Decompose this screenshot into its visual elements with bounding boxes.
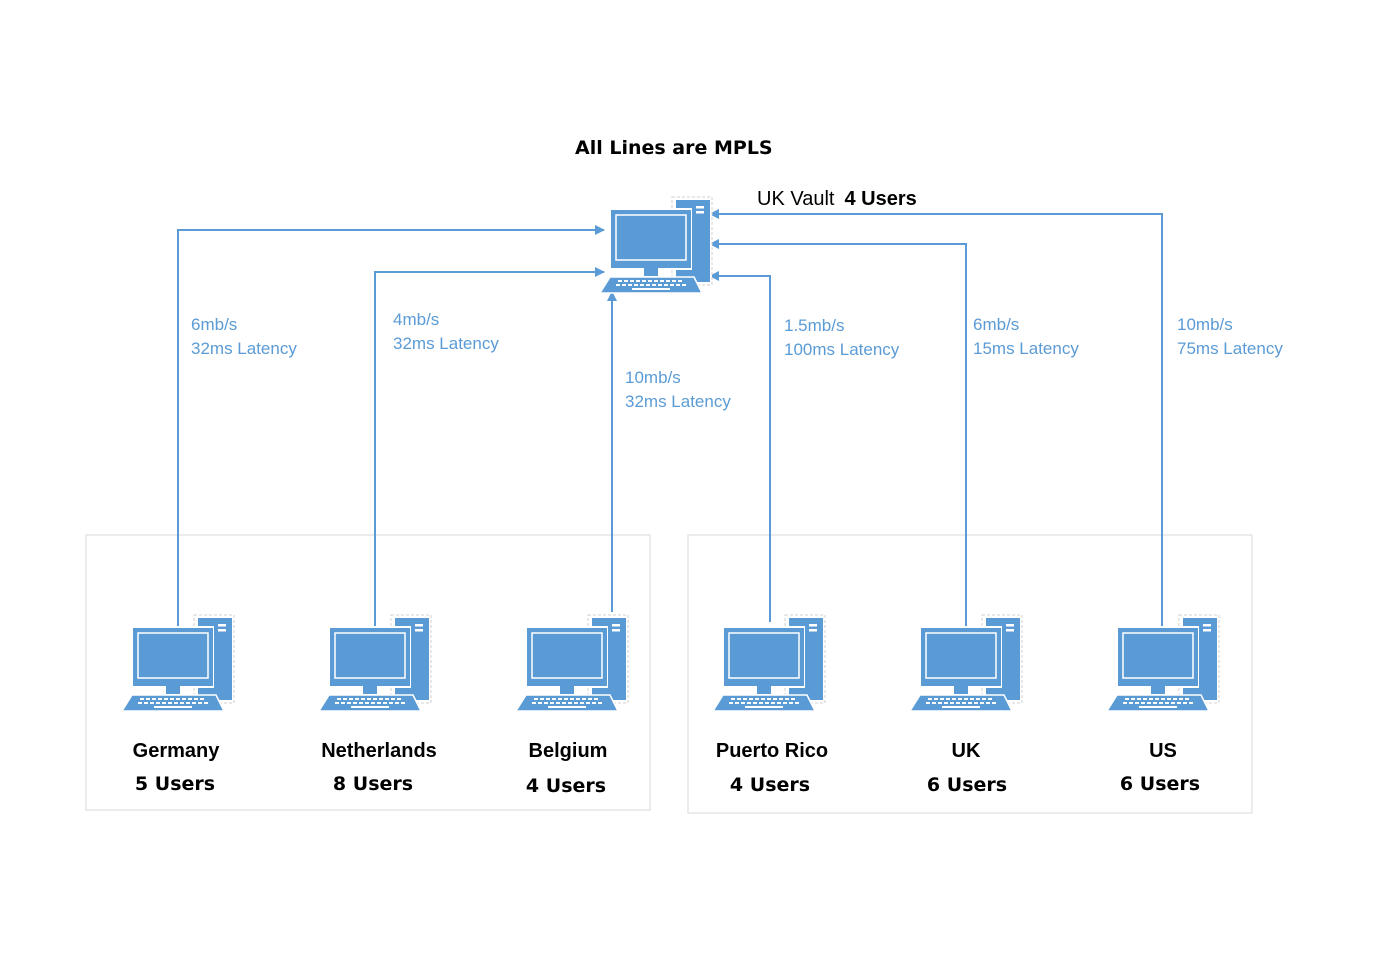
- link-us-to-hub: [709, 209, 1163, 626]
- link-bandwidth: 6mb/s: [973, 315, 1020, 334]
- group-box-europe: [85, 534, 651, 811]
- puerto-rico-desktop-computer-icon: [712, 614, 826, 712]
- site-name-puerto-rico: Puerto Rico: [715, 740, 829, 762]
- site-name-us: US: [1149, 740, 1177, 762]
- link-latency: 32ms Latency: [393, 334, 499, 353]
- germany-desktop-computer-icon: [121, 614, 235, 712]
- link-latency: 75ms Latency: [1177, 339, 1283, 358]
- link-bandwidth: 10mb/s: [625, 368, 681, 387]
- link-bandwidth: 4mb/s: [393, 310, 440, 329]
- site-users-netherlands: 8 Users: [332, 773, 414, 795]
- link-germany-to-hub: [177, 225, 605, 630]
- site-users-uk: 6 Users: [926, 774, 1008, 796]
- us-desktop-computer-icon: [1106, 614, 1220, 712]
- group-box-other: [687, 534, 1253, 814]
- link-bandwidth: 6mb/s: [191, 315, 238, 334]
- site-users-germany: 5 Users: [134, 773, 216, 795]
- link-bandwidth: 1.5mb/s: [784, 316, 845, 335]
- hub-desktop-computer-icon: [599, 196, 713, 294]
- link-uk-to-hub: [709, 239, 967, 626]
- link-latency: 32ms Latency: [625, 392, 731, 411]
- site-users-puerto-rico: 4 Users: [729, 774, 811, 796]
- site-name-netherlands: Netherlands: [321, 740, 437, 762]
- site-users-us: 6 Users: [1119, 773, 1201, 795]
- link-label-uk: 6mb/s 15ms Latency: [973, 313, 1079, 361]
- link-puerto-rico-to-hub: [709, 271, 771, 622]
- uk-desktop-computer-icon: [909, 614, 1023, 712]
- site-name-belgium: Belgium: [528, 740, 608, 762]
- link-label-germany: 6mb/s 32ms Latency: [191, 313, 297, 361]
- link-latency: 32ms Latency: [191, 339, 297, 358]
- hub-name: UK Vault: [757, 188, 835, 210]
- link-latency: 15ms Latency: [973, 339, 1079, 358]
- link-netherlands-to-hub: [374, 267, 605, 630]
- site-name-uk: UK: [951, 740, 981, 762]
- link-label-netherlands: 4mb/s 32ms Latency: [393, 308, 499, 356]
- hub-label: UK Vault 4 Users: [757, 188, 917, 211]
- netherlands-desktop-computer-icon: [318, 614, 432, 712]
- link-label-us: 10mb/s 75ms Latency: [1177, 313, 1283, 361]
- diagram-title: All Lines are MPLS: [575, 137, 773, 159]
- site-name-germany: Germany: [132, 740, 220, 762]
- site-users-belgium: 4 Users: [525, 775, 607, 797]
- link-label-belgium: 10mb/s 32ms Latency: [625, 366, 731, 414]
- link-latency: 100ms Latency: [784, 340, 900, 359]
- link-label-puerto-rico: 1.5mb/s 100ms Latency: [784, 314, 899, 362]
- belgium-desktop-computer-icon: [515, 614, 629, 712]
- link-bandwidth: 10mb/s: [1177, 315, 1233, 334]
- hub-users: 4 Users: [844, 188, 917, 210]
